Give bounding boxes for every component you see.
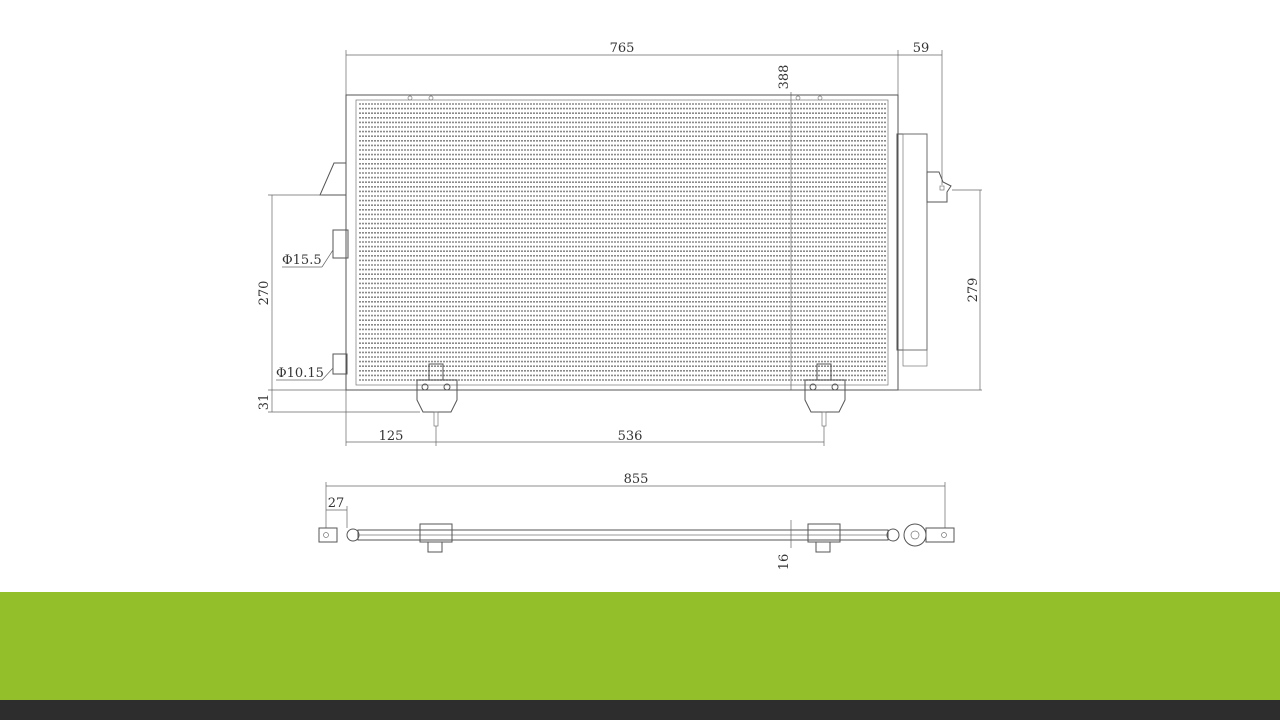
- dimension-270: 270: [257, 194, 346, 391]
- dimension-59: 59: [898, 41, 943, 185]
- pipe-diameter-large: Φ15.5: [282, 253, 322, 268]
- condenser-technical-drawing: 765 59 388 279 Φ15.5 Φ10.15: [257, 41, 982, 571]
- dimension-388: 388: [777, 65, 792, 390]
- receiver-drier: [896, 133, 952, 367]
- dim-label-270: 270: [257, 281, 272, 306]
- dim-label-388: 388: [777, 65, 792, 90]
- dim-label-536: 536: [618, 429, 643, 444]
- dimension-765: 765: [345, 41, 899, 95]
- left-fittings: Φ15.5 Φ10.15: [276, 162, 349, 381]
- bracket-right: [804, 363, 846, 427]
- dim-label-59: 59: [913, 41, 930, 56]
- dimension-125-536: 125 536: [345, 390, 825, 446]
- dim-label-31: 31: [257, 394, 272, 411]
- footer-green-band: [0, 592, 1280, 700]
- pipe-diameter-small: Φ10.15: [276, 366, 324, 381]
- dim-label-765: 765: [610, 41, 635, 56]
- condenser-core: [345, 94, 899, 391]
- dim-label-125: 125: [379, 429, 404, 444]
- dimension-31: 31: [257, 390, 420, 413]
- footer-dark-bar: [0, 700, 1280, 720]
- dim-label-27: 27: [328, 496, 345, 511]
- dim-label-279: 279: [966, 278, 981, 303]
- dimension-279: 279: [898, 189, 982, 391]
- dim-label-16: 16: [777, 554, 792, 571]
- bracket-left: [416, 363, 458, 427]
- dim-label-855: 855: [624, 472, 649, 487]
- bottom-view: 855 27 16: [318, 472, 955, 571]
